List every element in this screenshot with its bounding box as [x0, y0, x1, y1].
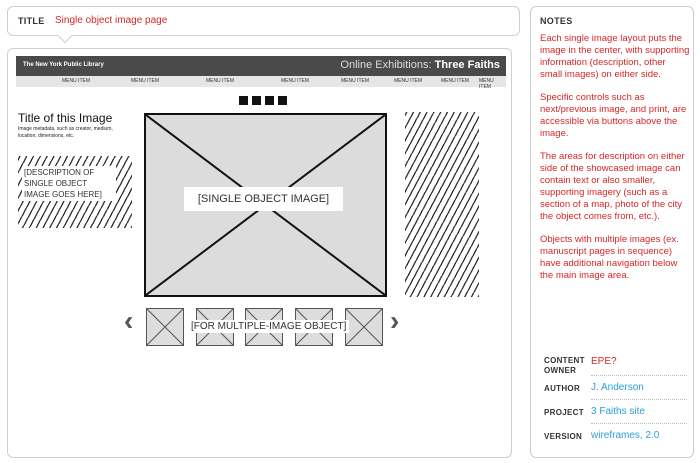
menu-strip: MENU ITEM MENU ITEM MENU ITEM MENU ITEM …	[16, 76, 506, 90]
meta-divider	[591, 375, 687, 376]
thumbnail[interactable]	[146, 308, 184, 346]
wireframe-container: The New York Public Library Online Exhib…	[7, 48, 512, 458]
supporting-imagery-area	[405, 112, 479, 297]
menu-item[interactable]: MENU ITEM	[206, 78, 235, 84]
title-label: TITLE	[18, 16, 45, 26]
multi-image-label: [FOR MULTIPLE-IMAGE OBJECT]	[188, 320, 350, 333]
author-value[interactable]: J. Anderson	[591, 382, 644, 393]
menu-item[interactable]: MENU ITEM	[341, 78, 370, 84]
main-image-placeholder: [SINGLE OBJECT IMAGE]	[144, 113, 387, 297]
content-owner-label: CONTENT OWNER	[544, 356, 585, 375]
version-label: VERSION	[544, 432, 583, 441]
notes-label: NOTES	[540, 16, 573, 26]
project-value[interactable]: 3 Faiths site	[591, 406, 645, 417]
title-callout: TITLE Single object image page	[7, 6, 520, 36]
note-paragraph: Specific controls such as next/previous …	[540, 92, 687, 139]
menu-item[interactable]: MENU ITEM	[394, 78, 423, 84]
prev-thumbnails-arrow[interactable]: ‹	[124, 305, 134, 336]
note-paragraph: Objects with multiple images (ex. manusc…	[540, 234, 679, 281]
menu-item[interactable]: MENU ITEM	[479, 78, 494, 90]
description-placeholder: [DESCRIPTION OF SINGLE OBJECT IMAGE GOES…	[22, 166, 116, 201]
exhibition-title: Online Exhibitions: Three Faiths	[340, 59, 500, 71]
next-thumbnails-arrow[interactable]: ›	[390, 305, 400, 336]
menu-item[interactable]: MENU ITEM	[441, 78, 470, 84]
note-paragraph: Each single image layout puts the image …	[540, 33, 690, 80]
previous-image-button[interactable]	[239, 96, 248, 105]
version-value[interactable]: wireframes, 2.0	[591, 430, 660, 441]
project-label: PROJECT	[544, 408, 584, 417]
menu-item[interactable]: MENU ITEM	[131, 78, 160, 84]
notes-body: Each single image layout puts the image …	[540, 33, 690, 293]
page-title-value: Single object image page	[55, 15, 168, 26]
notes-panel: NOTES Each single image layout puts the …	[530, 6, 694, 458]
next-image-button[interactable]	[252, 96, 261, 105]
thumbnail[interactable]	[345, 308, 383, 346]
menu-item[interactable]: MENU ITEM	[281, 78, 310, 84]
note-paragraph: The areas for description on either side…	[540, 151, 685, 222]
print-button[interactable]	[265, 96, 274, 105]
main-image-label: [SINGLE OBJECT IMAGE]	[184, 187, 343, 211]
library-name: The New York Public Library	[23, 62, 104, 68]
image-metadata: Image metadata, such as creator, medium,…	[18, 126, 113, 139]
site-header-bar: The New York Public Library Online Exhib…	[16, 56, 506, 76]
share-button[interactable]	[278, 96, 287, 105]
author-label: AUTHOR	[544, 384, 581, 393]
exhibition-prefix: Online Exhibitions:	[340, 59, 435, 71]
content-owner-value: EPE?	[591, 356, 617, 367]
description-area: [DESCRIPTION OF SINGLE OBJECT IMAGE GOES…	[18, 156, 132, 228]
meta-divider	[591, 399, 687, 400]
image-title: Title of this Image	[18, 111, 113, 125]
exhibition-name: Three Faiths	[434, 59, 500, 71]
menu-item[interactable]: MENU ITEM	[62, 78, 91, 84]
meta-divider	[591, 423, 687, 424]
